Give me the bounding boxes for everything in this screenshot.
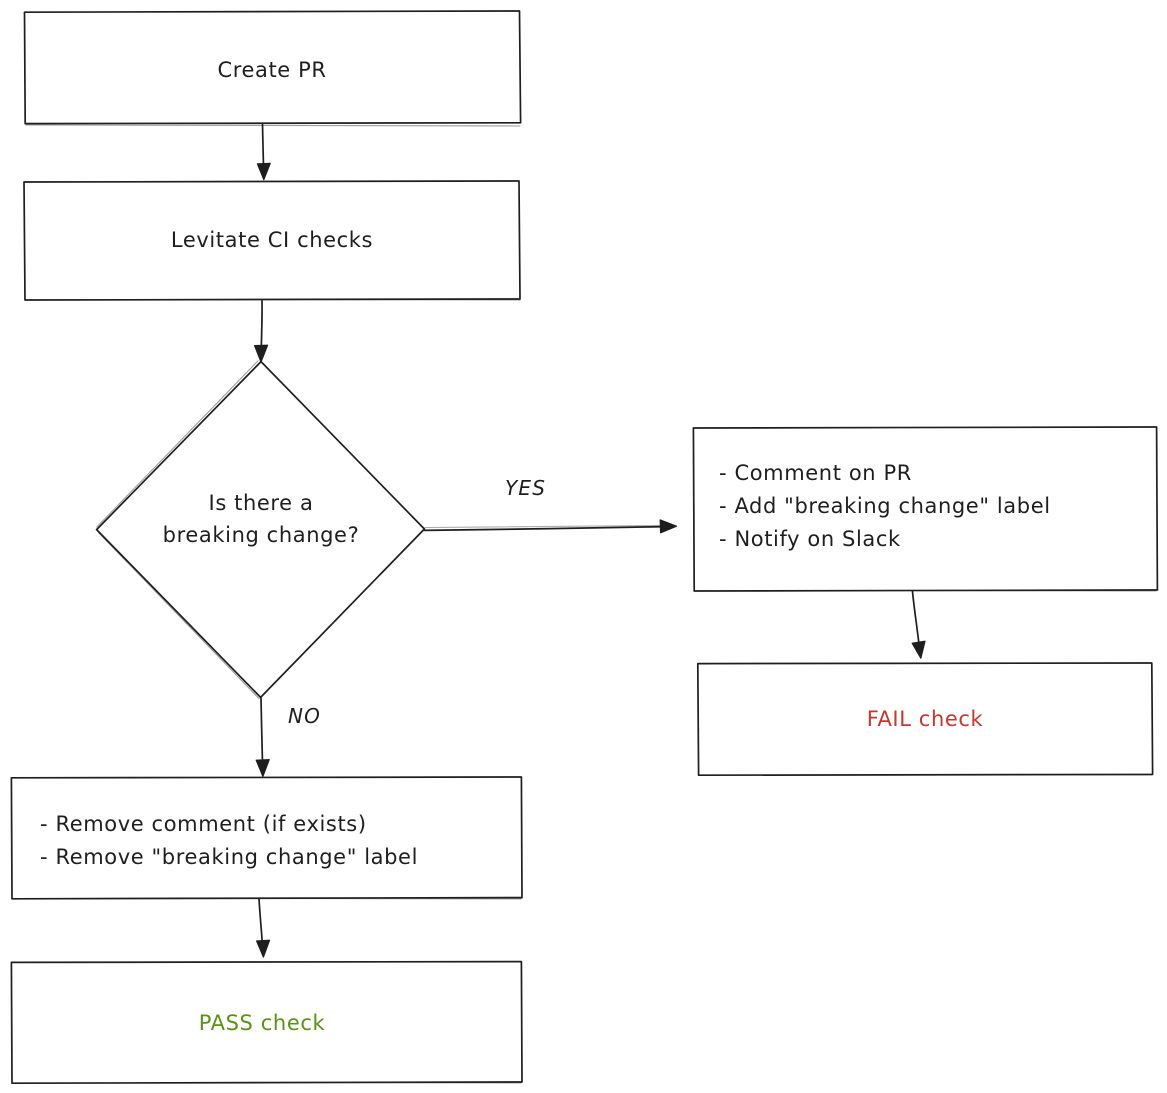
node-breaking-actions[interactable] — [692, 426, 1159, 592]
node-levitate-ci-checks[interactable] — [23, 180, 521, 301]
node-cleanup-actions-item-2: - Remove "breaking change" label — [40, 845, 419, 869]
node-breaking-actions-item-2: - Add "breaking change" label — [719, 494, 1051, 518]
edge-create-pr-to-ci — [256, 123, 271, 181]
edge-actions-to-fail — [911, 590, 926, 659]
node-levitate-ci-checks-label: Levitate CI checks — [170, 228, 374, 252]
edge-yes — [423, 519, 678, 534]
node-cleanup-actions-item-1: - Remove comment (if exists) — [40, 812, 367, 836]
edge-ci-to-decision — [254, 299, 269, 363]
edge-no — [255, 697, 270, 777]
edge-label-yes: YES — [505, 476, 547, 500]
edge-cleanup-to-pass — [256, 898, 271, 958]
node-create-pr[interactable] — [23, 10, 522, 127]
node-decision-label-line1: Is there a — [208, 491, 314, 515]
node-fail-check-label: FAIL check — [866, 707, 984, 731]
node-fail-check[interactable] — [696, 662, 1154, 777]
edge-label-no: NO — [288, 704, 322, 728]
node-cleanup-actions[interactable] — [10, 776, 523, 900]
node-create-pr-label: Create PR — [217, 58, 327, 82]
node-breaking-actions-item-3: - Notify on Slack — [719, 527, 901, 551]
node-decision-label-line2: breaking change? — [162, 523, 360, 547]
node-breaking-actions-item-1: - Comment on PR — [719, 461, 912, 485]
node-pass-check[interactable] — [10, 960, 523, 1085]
node-pass-check-label: PASS check — [198, 1011, 326, 1035]
